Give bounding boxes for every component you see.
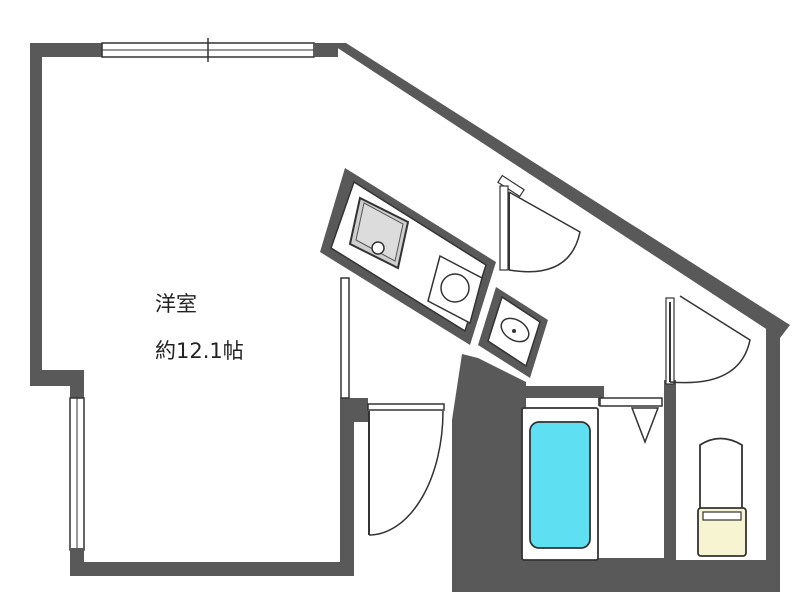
door-toilet[interactable] bbox=[669, 295, 751, 384]
wall-left-lower-top bbox=[70, 370, 84, 400]
partition-bath-mid bbox=[599, 397, 663, 407]
partition-thin-left bbox=[340, 277, 350, 399]
western-room bbox=[30, 38, 368, 576]
sliding-door-icon bbox=[630, 407, 660, 445]
kitchen-counter bbox=[320, 168, 496, 345]
bathtub-icon bbox=[521, 407, 599, 561]
room-size: 約12.1帖 bbox=[155, 339, 244, 363]
wall-bath-block bbox=[452, 354, 526, 560]
wall-right bbox=[766, 322, 780, 592]
wall-room-right bbox=[340, 398, 354, 576]
wall-bath-inner-bottom bbox=[522, 558, 666, 564]
door-hall-upper[interactable] bbox=[508, 191, 581, 273]
partition-hall-top bbox=[497, 174, 525, 198]
wall-bath-top-right bbox=[598, 386, 604, 406]
toilet-icon bbox=[697, 437, 747, 557]
wall-left-upper bbox=[30, 43, 42, 385]
wall-bath-top bbox=[518, 386, 600, 398]
room-label: 洋室 約12.1帖 bbox=[155, 292, 244, 363]
partition-door-frame bbox=[367, 403, 445, 411]
wall-diagonal bbox=[330, 43, 790, 338]
wall-room-right-stub bbox=[340, 398, 368, 422]
wall-toilet-left bbox=[664, 396, 676, 592]
stove-icon bbox=[427, 254, 483, 325]
wall-top-left bbox=[30, 43, 102, 57]
partition-hall-post bbox=[499, 185, 509, 271]
wash-basin-icon bbox=[478, 287, 548, 378]
top-window bbox=[101, 38, 315, 62]
left-window bbox=[69, 397, 85, 551]
wall-bottom-bath bbox=[452, 560, 780, 592]
wall-toilet-top-stub bbox=[664, 380, 676, 400]
wall-left-lower-bottom bbox=[70, 548, 84, 576]
door-room-entry[interactable] bbox=[368, 410, 444, 536]
room-name: 洋室 bbox=[155, 292, 197, 316]
wall-bottom-room bbox=[70, 562, 352, 576]
wall-top-right bbox=[314, 43, 338, 57]
sink-icon bbox=[348, 196, 410, 270]
